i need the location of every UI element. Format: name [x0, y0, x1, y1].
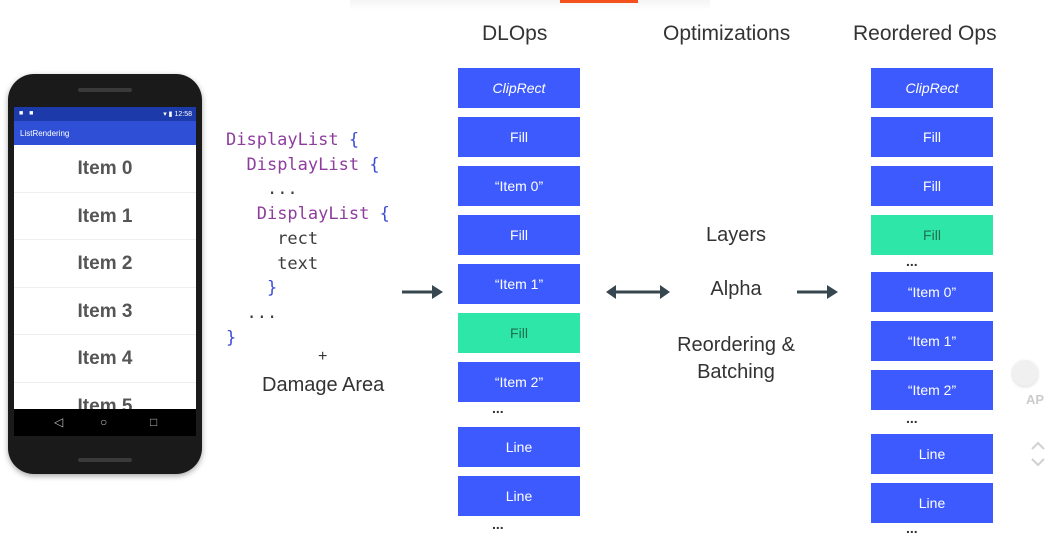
reordered-op-box: Line	[871, 483, 993, 523]
notification-icons: ■ ■	[19, 110, 36, 117]
top-band	[350, 0, 710, 10]
dlop-box: “Item 0”	[458, 166, 580, 206]
reordered-op-box: Fill	[871, 166, 993, 206]
plus-sign: +	[318, 348, 328, 365]
reordered-op-box: Line	[871, 434, 993, 474]
reordered-op-box: ClipRect	[871, 68, 993, 108]
status-time: ▾ ▮ 12:58	[163, 111, 192, 118]
optimizations-heading: Optimizations	[663, 22, 791, 45]
dlop-box: Fill	[458, 117, 580, 157]
back-icon[interactable]: ◁	[54, 415, 64, 429]
ellipsis: ...	[906, 410, 918, 426]
phone-speaker-bottom	[78, 458, 132, 462]
reordered-op-box-highlight: Fill	[871, 215, 993, 255]
reordered-op-box: “Item 1”	[871, 321, 993, 361]
arrow-right-icon	[797, 285, 838, 299]
alpha-label: Alpha	[710, 278, 762, 300]
side-toggle[interactable]	[1012, 360, 1038, 386]
dlop-box: “Item 2”	[458, 362, 580, 402]
ellipsis: ...	[492, 400, 504, 416]
list-item[interactable]: Item 3	[14, 288, 196, 335]
double-arrow-icon	[606, 285, 670, 299]
chevron-up-down-icon[interactable]	[1030, 440, 1046, 468]
dlop-box: Line	[458, 427, 580, 467]
ellipsis: ...	[906, 520, 918, 536]
reordered-op-box: “Item 2”	[871, 370, 993, 410]
list-item[interactable]: Item 0	[14, 145, 196, 193]
app-title: ListRendering	[20, 129, 70, 138]
arrow-right-icon	[402, 285, 443, 299]
damage-area-label: Damage Area	[262, 374, 385, 396]
accent-bar	[560, 0, 638, 3]
list-item[interactable]: Item 2	[14, 240, 196, 288]
reordered-op-box: “Item 0”	[871, 272, 993, 312]
ellipsis: ...	[906, 253, 918, 269]
item-list[interactable]: Item 0 Item 1 Item 2 Item 3 Item 4 Item …	[14, 145, 196, 430]
phone-mockup: ■ ■ ▾ ▮ 12:58 ListRendering Item 0 Item …	[8, 74, 202, 474]
dlop-box: Fill	[458, 215, 580, 255]
reordered-ops-heading: Reordered Ops	[853, 22, 997, 45]
reordering-batching-label: Reordering &Batching	[677, 334, 795, 383]
recents-icon[interactable]: □	[150, 415, 158, 429]
ellipsis: ...	[492, 516, 504, 532]
phone-speaker	[78, 88, 132, 92]
dlop-box-highlight: Fill	[458, 313, 580, 353]
status-bar: ■ ■ ▾ ▮ 12:58	[14, 107, 196, 121]
list-item[interactable]: Item 4	[14, 335, 196, 383]
side-label: AP	[1026, 392, 1045, 407]
layers-label: Layers	[705, 224, 767, 246]
list-item[interactable]: Item 1	[14, 193, 196, 240]
phone-screen: ■ ■ ▾ ▮ 12:58 ListRendering Item 0 Item …	[14, 107, 196, 434]
dlop-box: Line	[458, 476, 580, 516]
dlops-heading: DLOps	[482, 22, 548, 45]
display-list-code: DisplayList { DisplayList { ... DisplayL…	[226, 130, 390, 348]
home-icon[interactable]: ○	[100, 415, 108, 429]
reordered-op-box: Fill	[871, 117, 993, 157]
dlop-box: “Item 1”	[458, 264, 580, 304]
nav-bar: ◁ ○ □	[14, 409, 196, 436]
signal-icon: ▾ ▮	[163, 111, 175, 118]
dlop-box: ClipRect	[458, 68, 580, 108]
app-bar: ListRendering	[14, 121, 196, 145]
